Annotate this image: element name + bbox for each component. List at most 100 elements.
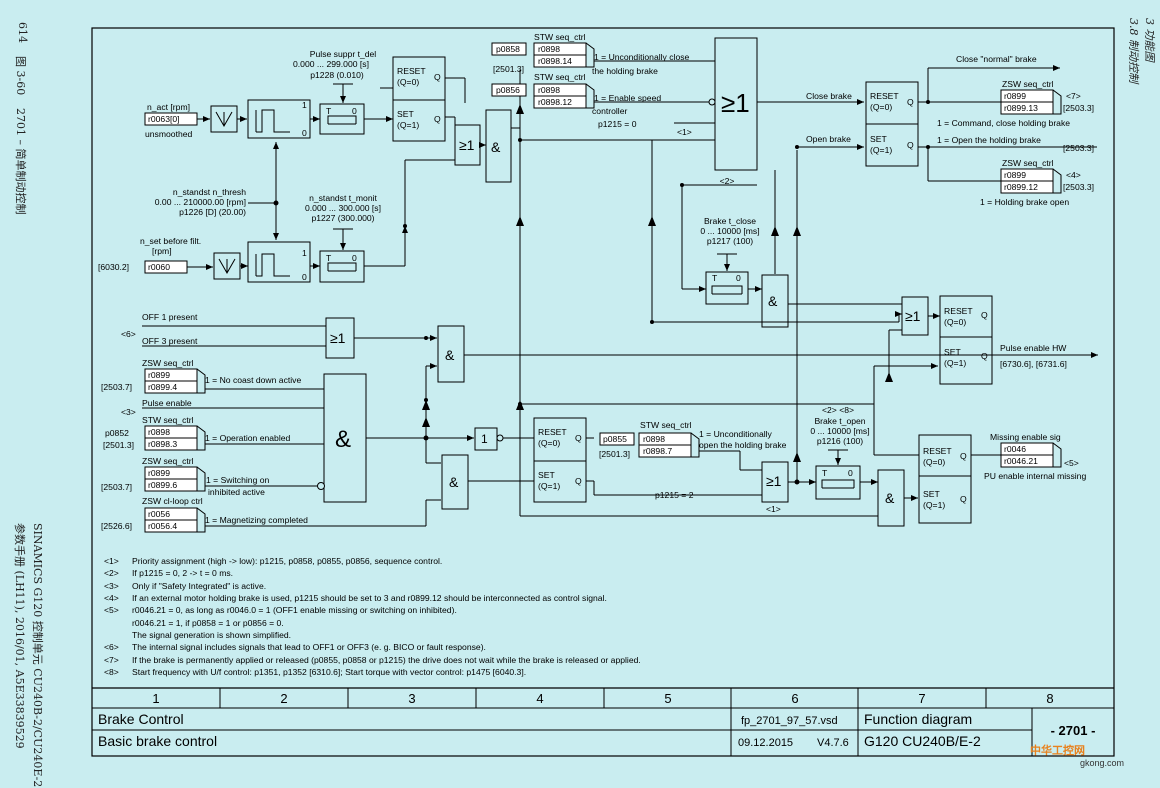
note-number: [104, 617, 132, 629]
ref-2503-3-b: [2503.3]: [1063, 143, 1094, 153]
ff5-q0: (Q=0): [923, 457, 945, 467]
zsw-seq-label-3: ZSW seq_ctrl: [1002, 79, 1054, 89]
stw-seq-label-3: STW seq_ctrl: [534, 72, 586, 82]
switching-on-2: inhibited active: [208, 487, 265, 497]
and-gate-5: &: [768, 293, 778, 309]
pu-enable-missing-label: PU enable internal missing: [984, 471, 1086, 481]
no-coast-down: 1 = No coast down active: [205, 375, 301, 385]
t-monit-param: p1227 (300.000): [311, 213, 374, 223]
note-number: <3>: [104, 580, 119, 591]
missing-enable-label: Missing enable sig: [990, 432, 1061, 442]
ff1-q: Q: [434, 114, 441, 124]
note-row: <8> Start frequency with U/f control: p13…: [104, 666, 641, 678]
r0898-2: r0898: [538, 44, 560, 54]
holding-open-label: 1 = Holding brake open: [980, 197, 1069, 207]
r0899-13: r0899.13: [1004, 103, 1038, 113]
ref-2-8: <2> <8>: [822, 405, 854, 415]
zsw-seq-label-1: ZSW seq_ctrl: [142, 358, 194, 368]
open-brake-label: Open brake: [806, 134, 851, 144]
r0898-12: r0898.12: [538, 97, 572, 107]
col-4: 4: [536, 691, 543, 706]
magnetizing-label: 1 = Magnetizing completed: [205, 515, 308, 525]
ref-2503-7-a: [2503.7]: [101, 382, 132, 392]
thresh1-1: 1: [302, 100, 307, 110]
note-text: The internal signal includes signals tha…: [132, 642, 486, 653]
ff5-q1: (Q=1): [923, 500, 945, 510]
nset-unit: [rpm]: [152, 246, 172, 256]
pulse-suppr-param: p1228 (0.010): [310, 70, 364, 80]
note-row: <7>If the brake is permanently applied o…: [104, 654, 641, 666]
brake-tclose-label: Brake t_close: [704, 216, 756, 226]
page-id: - 2701 -: [1051, 723, 1096, 738]
close-brake-label: Close brake: [806, 91, 852, 101]
col-7: 7: [918, 691, 925, 706]
ref-4: <4>: [1066, 170, 1081, 180]
r0899-12: r0899.12: [1004, 182, 1038, 192]
note-row: <1>Priority assignment (high -> low): p1…: [104, 555, 641, 567]
ff4-q: Q: [575, 476, 582, 486]
r0056-4: r0056.4: [148, 521, 177, 531]
nset-ref: [6030.2]: [98, 262, 129, 272]
pulse-suppr-label: Pulse suppr t_del: [310, 49, 376, 59]
r0899-4b: r0899: [1004, 170, 1026, 180]
ff3-q: Q: [981, 351, 988, 361]
ff3-reset: RESET: [944, 306, 973, 316]
ff2-reset: RESET: [870, 91, 899, 101]
r0898-4: r0898: [643, 434, 665, 444]
switching-on-1: 1 = Switching on: [206, 475, 270, 485]
uncond-open-1: 1 = Unconditionally: [699, 429, 773, 439]
title-basic-brake-control: Basic brake control: [98, 733, 217, 749]
and-gate-big: &: [335, 426, 351, 453]
note-number: <4>: [104, 593, 119, 604]
ff4-q0: (Q=0): [538, 438, 560, 448]
note-text: The signal generation is shown simplifie…: [132, 630, 292, 641]
watermark-logo-text: 中华工控网: [1030, 745, 1085, 757]
timer1-t: T: [326, 106, 332, 116]
ff1-set: SET: [397, 109, 414, 119]
timer4-0: 0: [848, 468, 853, 478]
nset-label: n_set before filt.: [140, 236, 201, 246]
cmd-close-label: 1 = Command, close holding brake: [937, 118, 1070, 128]
p0855-param: p0855: [603, 434, 627, 444]
note-number: <7>: [104, 654, 119, 665]
not-gate: 1: [481, 432, 488, 446]
note-number: [104, 629, 132, 641]
outer-frame: [91, 27, 1115, 757]
note-row: r0046.21 = 1, if p0858 = 1 or p0856 = 0.: [104, 617, 641, 629]
ref-2503-3-a: [2503.3]: [1063, 103, 1094, 113]
note-text: If an external motor holding brake is us…: [132, 593, 607, 604]
or-gate-1: ≥1: [459, 137, 475, 153]
note-number: <8>: [104, 667, 119, 678]
uncond-open-2: open the holding brake: [699, 440, 787, 450]
zsw-seq-label-4: ZSW seq_ctrl: [1002, 158, 1054, 168]
note-text: Start frequency with U/f control: p1351,…: [132, 667, 527, 678]
thresh1-0: 0: [302, 128, 307, 138]
off1-label: OFF 1 present: [142, 312, 198, 322]
note-text: r0046.21 = 0, as long as r0046.0 = 1 (OF…: [132, 605, 457, 616]
r0056-param: r0056: [148, 509, 170, 519]
pulse-enable-hw-label: Pulse enable HW: [1000, 343, 1067, 353]
ff1-q0: (Q=0): [397, 77, 419, 87]
function-diagram-label: Function diagram: [864, 711, 972, 727]
note-row: <5> r0046.21 = 0, as long as r0046.0 = 1 …: [104, 604, 641, 616]
note-row: <3>Only if "Safety Integrated" is active…: [104, 580, 641, 592]
version: V4.7.6: [817, 737, 849, 749]
ff2-q: Q: [907, 140, 914, 150]
col-6: 6: [791, 691, 798, 706]
brake-topen-range: 0 ... 10000 [ms]: [810, 426, 869, 436]
r0898-1: r0898: [148, 427, 170, 437]
and-gate-1: &: [491, 139, 501, 155]
col-5: 5: [664, 691, 671, 706]
note-number: <5>: [104, 605, 119, 616]
or-gate-3: ≥1: [905, 308, 921, 324]
ff1-qbar: Q: [434, 72, 441, 82]
or-gate-2: ≥1: [766, 473, 782, 489]
off3-label: OFF 3 present: [142, 336, 198, 346]
ref-3: <3>: [121, 407, 136, 417]
p0856-param: p0856: [496, 85, 520, 95]
stw-seq-label-1: STW seq_ctrl: [142, 415, 194, 425]
r0898-3b: r0898: [538, 85, 560, 95]
date: 09.12.2015: [738, 737, 793, 749]
ff5-reset: RESET: [923, 446, 952, 456]
